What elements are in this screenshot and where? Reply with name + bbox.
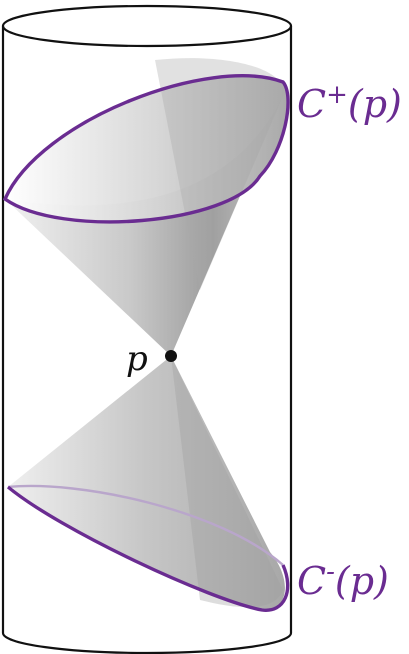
future-cone-label-arg: (p) — [348, 82, 402, 126]
future-cone-opening — [5, 75, 289, 222]
past-cone-label-base: C — [297, 559, 326, 603]
past-cone-label-sup: - — [326, 557, 335, 587]
future-cone-rim — [2, 74, 290, 224]
event-point — [165, 350, 177, 362]
future-cone-shade — [155, 58, 284, 290]
future-cone-surface — [5, 96, 283, 356]
past-cone-label-arg: (p) — [335, 559, 389, 603]
past-cone-hidden-rim — [7, 484, 284, 566]
future-cone-label-sup: + — [326, 80, 348, 110]
cylinder-bottom-rim — [1, 632, 293, 654]
past-light-cone — [6, 356, 290, 612]
cylinder — [1, 4, 293, 654]
future-cone-label: C+(p) — [297, 80, 402, 126]
point-label: p — [126, 339, 148, 379]
past-cone-label: C-(p) — [297, 557, 389, 603]
future-cone-label-base: C — [297, 82, 326, 126]
past-cone-surface — [8, 356, 285, 611]
cylinder-top-rim — [1, 4, 293, 48]
past-cone-rim — [6, 485, 290, 612]
future-light-cone — [2, 58, 290, 356]
